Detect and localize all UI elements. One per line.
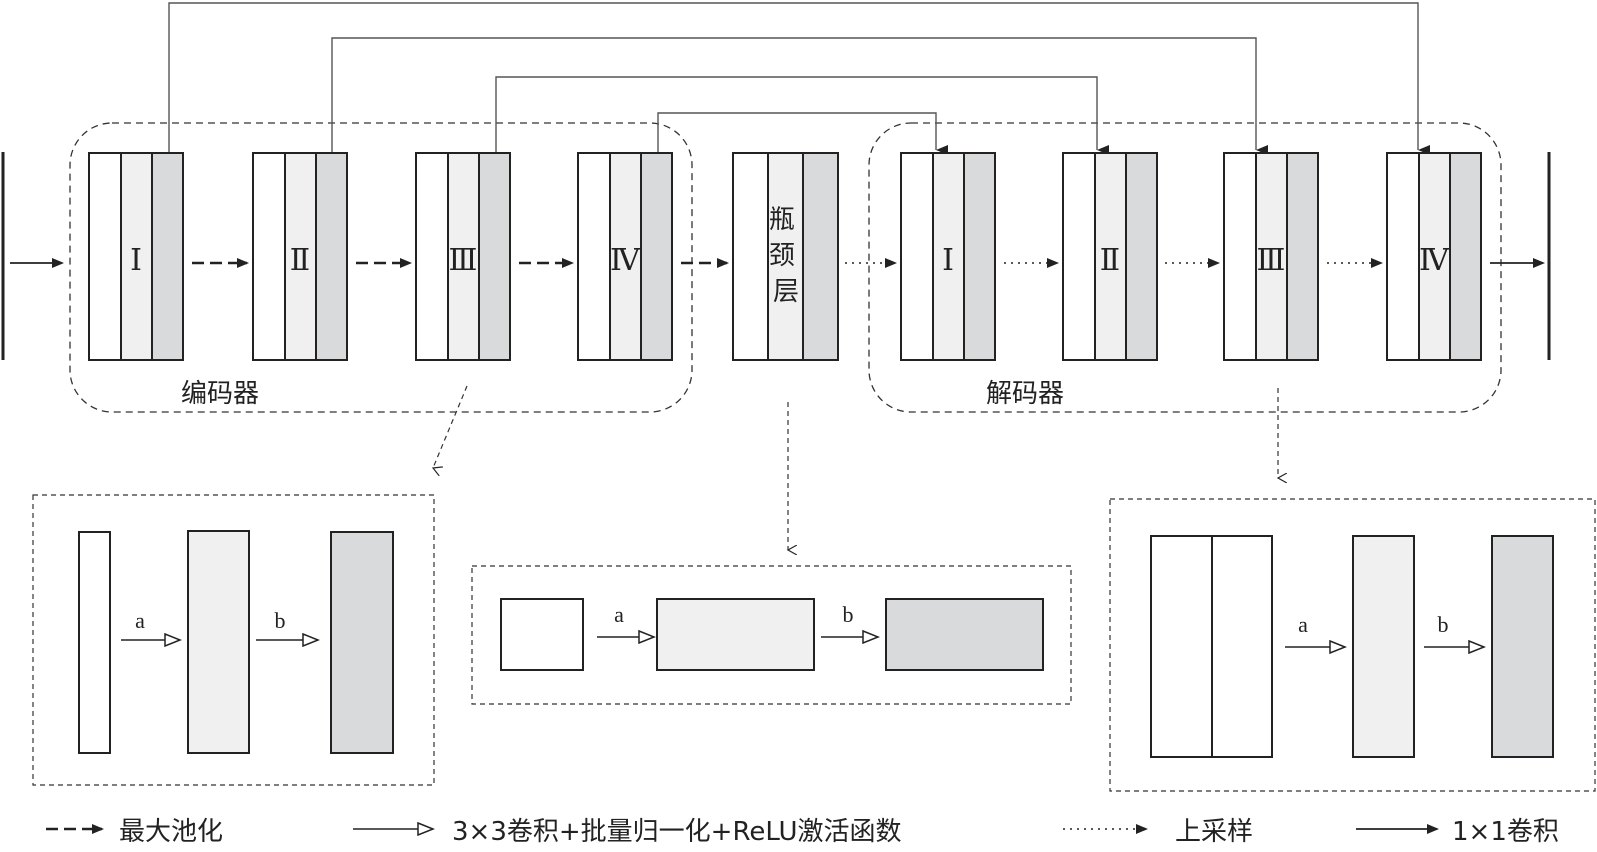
decoder-label: 解码器	[986, 379, 1064, 409]
decoder-block-3-label: Ⅲ	[1257, 244, 1286, 277]
skip-connection-2	[331, 37, 1268, 155]
encoder-block-1: Ⅰ	[88, 152, 184, 361]
encoder-detail-input	[78, 531, 111, 754]
legend-maxpool-label: 最大池化	[119, 817, 223, 847]
encoder-detail-pointer	[433, 385, 468, 468]
encoder-block-3-label: Ⅲ	[449, 244, 478, 277]
decoder-detail-b-label: b	[1438, 612, 1449, 637]
decoder-group-box	[868, 122, 1502, 413]
decoder-detail-conv1	[1352, 535, 1415, 758]
decoder-block-2-label: Ⅱ	[1100, 244, 1120, 277]
encoder-group-box	[69, 122, 693, 413]
encoder-block-1-label: Ⅰ	[130, 244, 142, 277]
bottleneck-detail-a-label: a	[614, 602, 624, 627]
decoder-detail-a-label: a	[1298, 612, 1308, 637]
decoder-block-3: Ⅲ	[1223, 152, 1319, 361]
bottleneck-detail-conv1	[656, 598, 815, 671]
legend-conv3-label: 3×3卷积+批量归一化+ReLU激活函数	[452, 817, 902, 847]
decoder-detail-box: a b	[1109, 498, 1596, 792]
decoder-detail-conv2	[1491, 535, 1554, 758]
bottleneck-detail-box: a b	[471, 565, 1072, 705]
legend-conv1-label: 1×1卷积	[1452, 817, 1559, 847]
bottleneck-detail-input	[500, 598, 584, 671]
encoder-block-2: Ⅱ	[252, 152, 348, 361]
decoder-block-2: Ⅱ	[1062, 152, 1158, 361]
legend: 最大池化 3×3卷积+批量归一化+ReLU激活函数 上采样 1×1卷积	[46, 817, 1559, 847]
encoder-detail-box: a b	[32, 494, 435, 786]
bottleneck-block: 瓶 颈 层	[732, 152, 839, 361]
encoder-block-4-label: Ⅳ	[610, 244, 641, 277]
skip-connection-1	[168, 2, 1430, 155]
legend-upsample-label: 上采样	[1175, 817, 1253, 847]
bottleneck-detail-b-label: b	[843, 602, 854, 627]
bottleneck-label: 瓶 颈 层	[769, 205, 803, 307]
decoder-block-4-label: Ⅳ	[1419, 244, 1450, 277]
skip-connections	[168, 2, 1430, 155]
decoder-detail-input-left	[1150, 535, 1213, 758]
decoder-block-1-label: Ⅰ	[942, 244, 954, 277]
encoder-detail-a-label: a	[135, 608, 145, 633]
encoder-label: 编码器	[181, 379, 259, 409]
encoder-block-4: Ⅳ	[577, 152, 673, 361]
decoder-block-4: Ⅳ	[1386, 152, 1482, 361]
encoder-detail-b-label: b	[275, 608, 286, 633]
encoder-block-2-label: Ⅱ	[290, 244, 310, 277]
encoder-detail-conv2	[330, 531, 394, 754]
skip-connection-4	[657, 112, 948, 155]
encoder-detail-conv1	[187, 530, 250, 754]
encoder-block-3: Ⅲ	[415, 152, 511, 361]
decoder-detail-input-right	[1211, 535, 1273, 758]
decoder-block-1: Ⅰ	[900, 152, 996, 361]
detail-pointers	[433, 385, 1278, 550]
skip-connection-3	[495, 76, 1109, 155]
bottleneck-detail-conv2	[885, 598, 1044, 671]
